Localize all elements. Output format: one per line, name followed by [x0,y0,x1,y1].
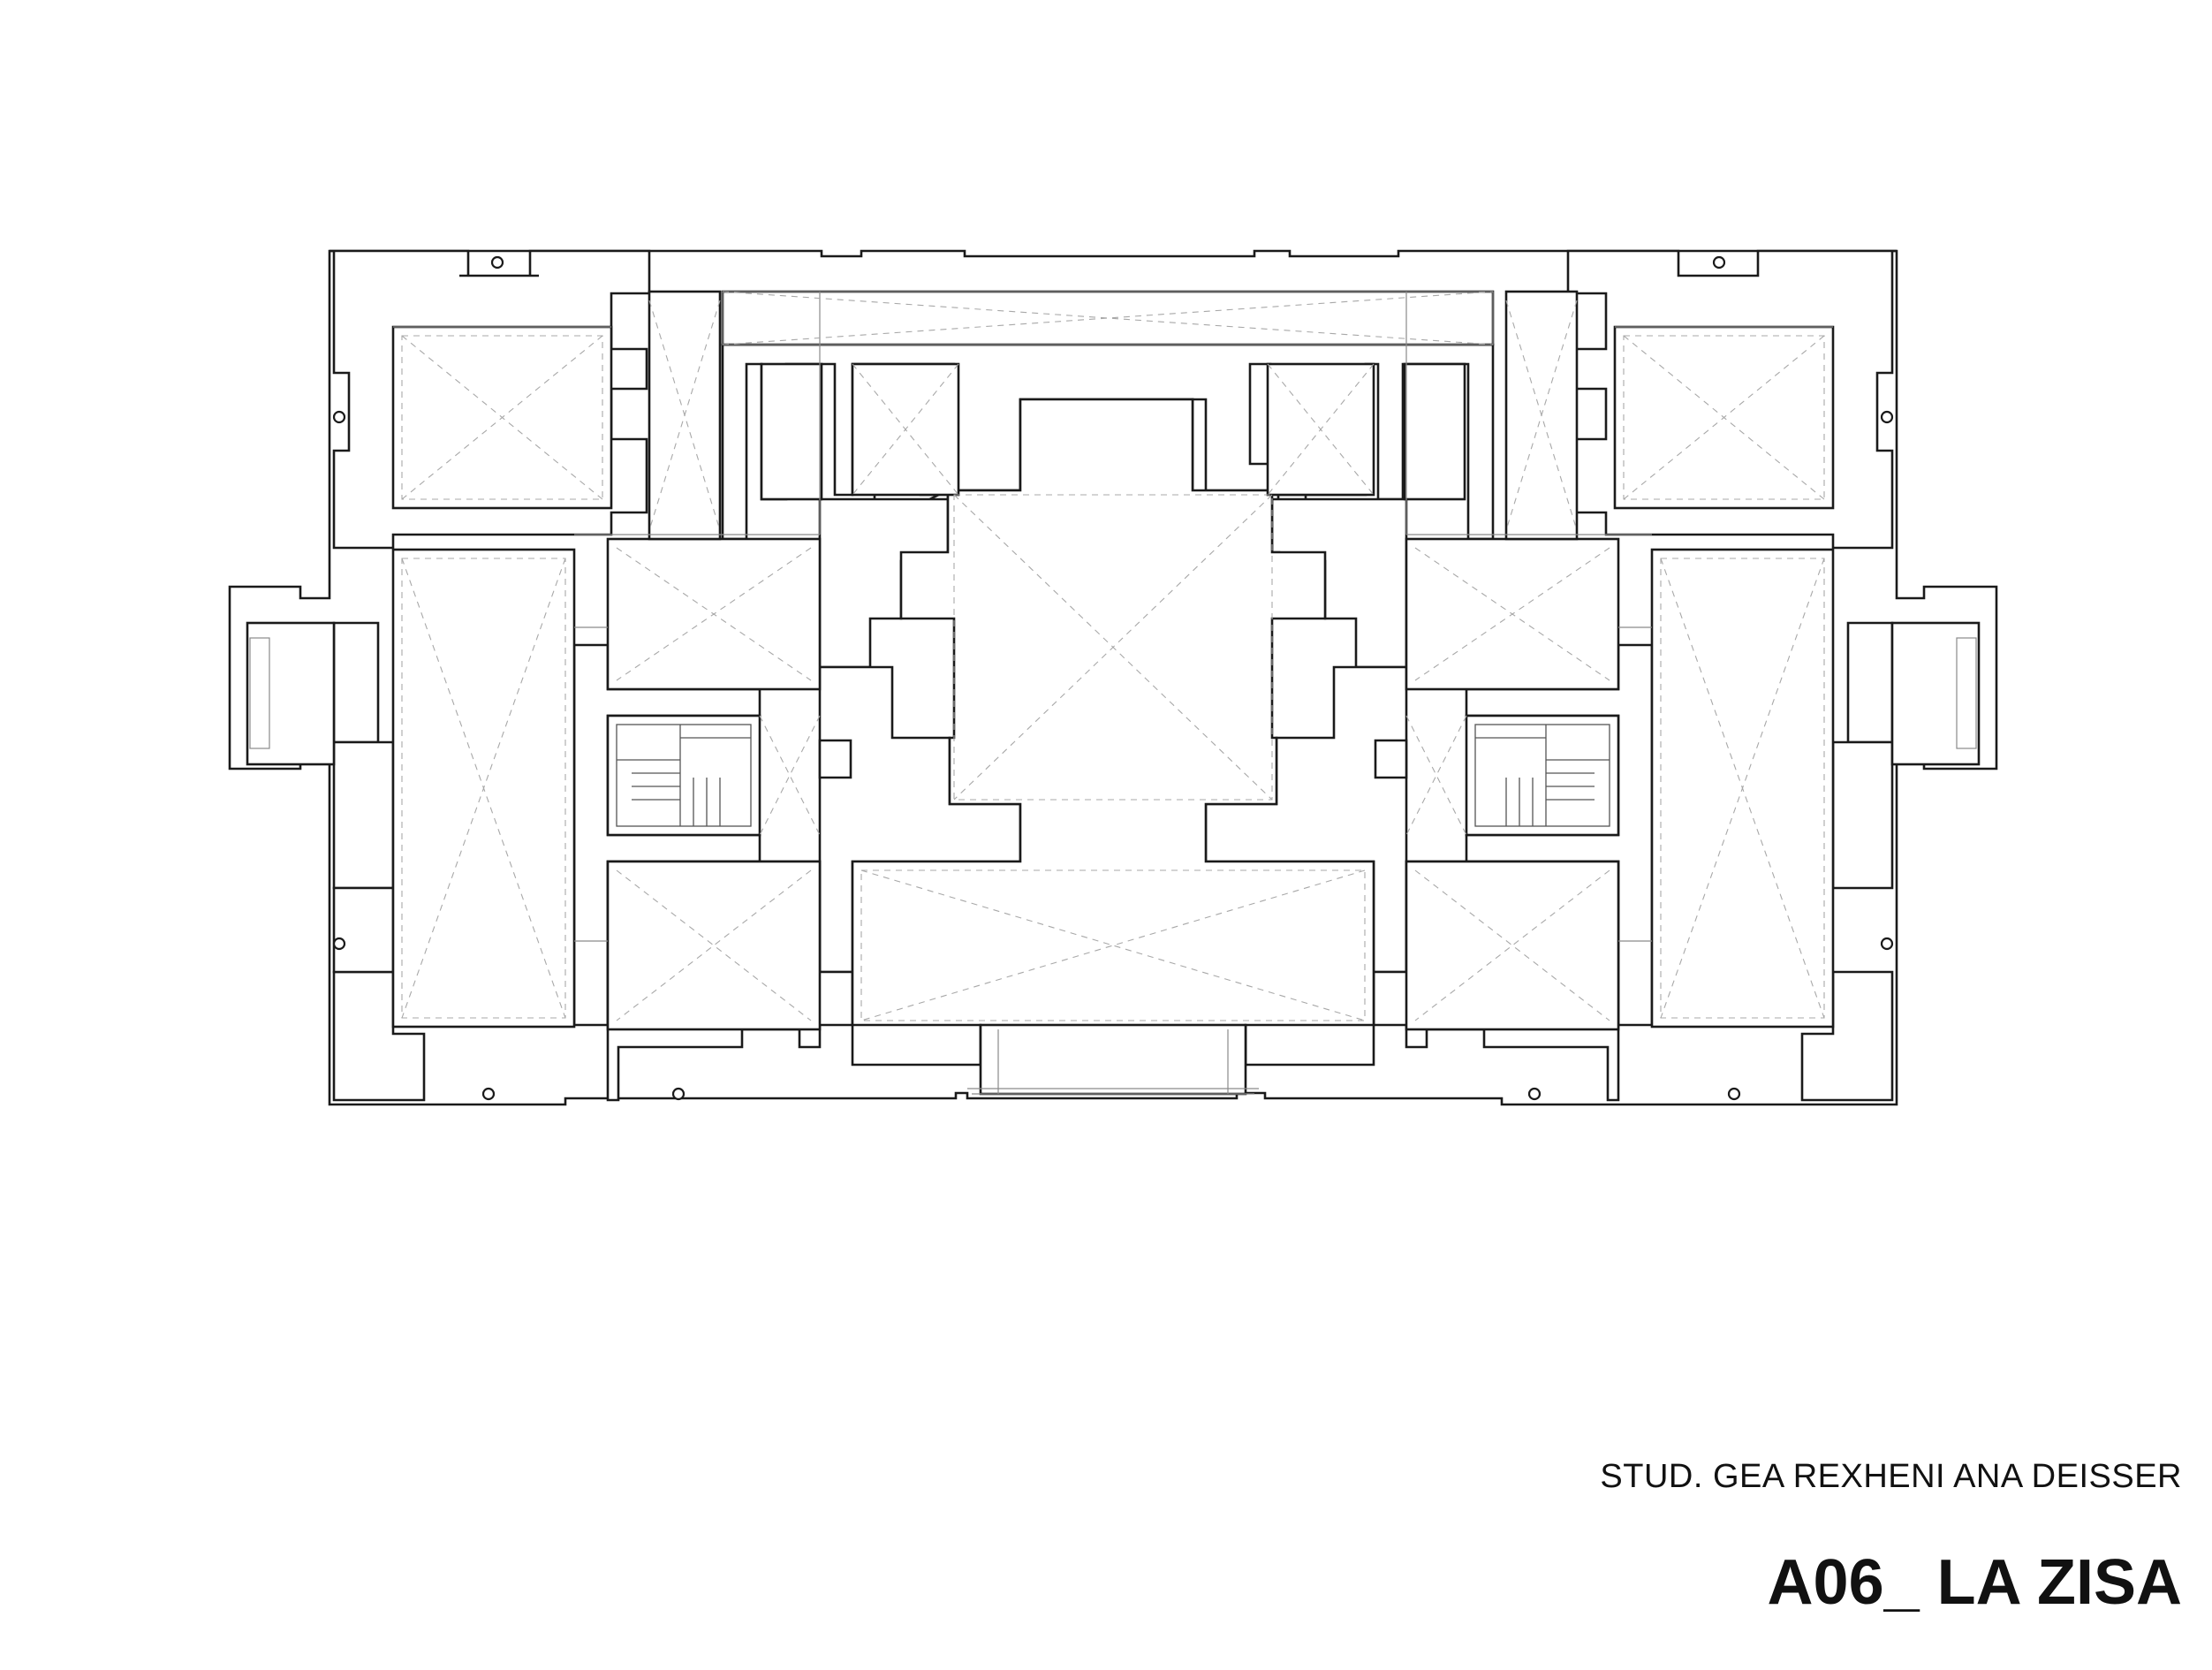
room [246,621,336,766]
wall-mass [332,740,395,890]
facade-markers [332,255,1894,1101]
wall-mass [332,621,380,744]
wall-mass [1846,621,1894,744]
rooms [246,290,1981,1096]
room [1465,714,1620,837]
wall-mass [818,739,852,779]
room [606,714,761,837]
wall-mass [1374,739,1408,779]
room [760,362,823,501]
room [606,860,822,1031]
room [1890,621,1981,766]
wall-mass [1831,740,1894,890]
vault-lines [401,291,1825,1021]
wall-mass [332,886,395,974]
room [979,1023,1247,1096]
room [1403,362,1466,501]
project-title: A06_ LA ZISA [1767,1547,2182,1618]
stairs [616,724,1610,827]
room [1405,860,1620,1031]
credits-text: STUD. GEA REXHENI ANA DEISSER [1600,1458,2182,1495]
thin-lines [249,291,1977,1095]
